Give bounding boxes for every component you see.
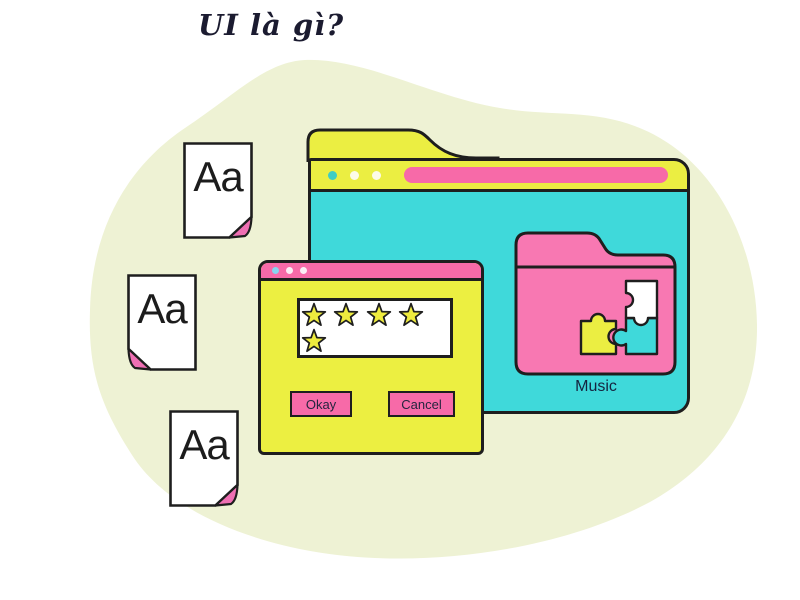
star-icon[interactable] (301, 328, 327, 354)
window-dot-3[interactable] (372, 170, 381, 180)
page-fold-icon (127, 347, 152, 371)
puzzle-piece-white-icon (624, 279, 659, 327)
document-label: Aa (179, 421, 229, 468)
puzzle-piece-yellow-icon (579, 312, 618, 356)
dialog-dot-2[interactable] (286, 267, 293, 274)
star-icon[interactable] (398, 302, 424, 328)
page-fold-icon (214, 483, 239, 507)
document-label: Aa (193, 153, 243, 200)
rating-stars (300, 302, 450, 354)
folder-tab (306, 128, 500, 162)
address-bar[interactable] (404, 167, 668, 183)
document-icon-1[interactable]: Aa (183, 142, 253, 239)
paper-shape (169, 410, 239, 507)
puzzle-piece-teal-icon (612, 316, 659, 356)
dialog-dot-1[interactable] (272, 267, 279, 274)
page-title: UI là gì? (198, 8, 345, 42)
paper-shape (183, 142, 253, 239)
rating-box (297, 298, 453, 358)
paper-shape (127, 274, 197, 371)
document-icon-3[interactable]: Aa (169, 410, 239, 507)
star-icon[interactable] (366, 302, 392, 328)
folder-label: Music (575, 378, 617, 395)
document-icon-2[interactable]: Aa (127, 274, 197, 371)
window-dot-1[interactable] (328, 170, 337, 180)
window-dot-2[interactable] (350, 170, 359, 180)
dialog-header[interactable] (261, 263, 481, 281)
star-icon[interactable] (301, 302, 327, 328)
cancel-button[interactable]: Cancel (388, 391, 455, 417)
okay-button[interactable]: Okay (290, 391, 352, 417)
document-label: Aa (137, 285, 187, 332)
dialog-dot-3[interactable] (300, 267, 307, 274)
star-icon[interactable] (333, 302, 359, 328)
music-folder-icon[interactable] (511, 229, 681, 379)
rating-dialog: Okay Cancel (258, 260, 484, 455)
page-fold-icon (228, 215, 253, 239)
browser-header (308, 158, 690, 192)
